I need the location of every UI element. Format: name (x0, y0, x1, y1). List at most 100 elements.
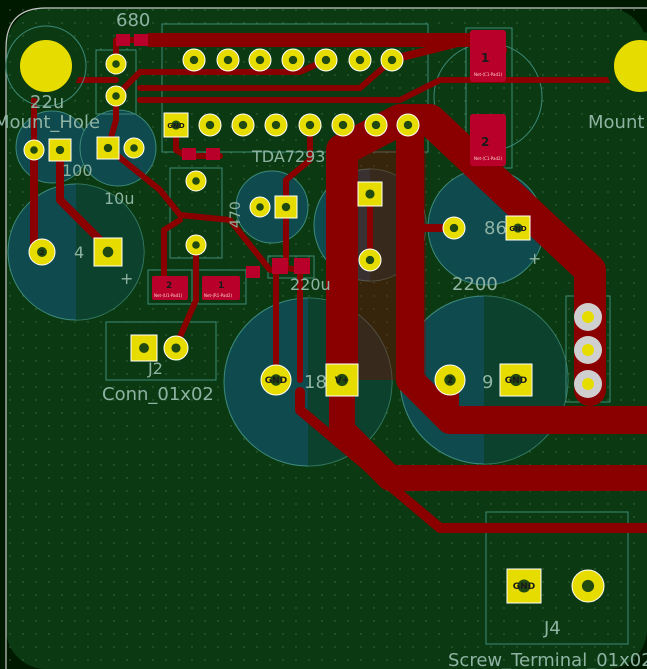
tda-pin-6[interactable] (231, 113, 255, 137)
tda-pin-2[interactable]: GND (163, 112, 189, 138)
grid-dot (451, 607, 453, 609)
grid-dot (100, 594, 102, 596)
grid-dot (633, 100, 635, 102)
tda-pin-8[interactable] (264, 113, 288, 137)
grid-dot (100, 633, 102, 635)
grid-dot (464, 542, 466, 544)
c2200-pin-2[interactable]: GND (505, 215, 531, 241)
grid-dot (87, 399, 89, 401)
mount-hole-left[interactable] (12, 32, 80, 100)
tda-pin-3[interactable] (216, 48, 240, 72)
grid-dot (425, 165, 427, 167)
c-mid-pin-2[interactable] (358, 248, 382, 272)
grid-dot (48, 516, 50, 518)
grid-dot (165, 438, 167, 440)
j4-pin-2[interactable] (571, 569, 605, 603)
grid-dot (542, 61, 544, 63)
grid-dot (100, 100, 102, 102)
grid-dot (633, 594, 635, 596)
grid-dot (74, 568, 76, 570)
grid-dot (35, 334, 37, 336)
grid-dot (35, 425, 37, 427)
tda-pin-9[interactable] (314, 48, 338, 72)
grid-dot (217, 620, 219, 622)
c-left-pin-1[interactable] (23, 139, 45, 161)
grid-dot (139, 529, 141, 531)
tda-pin-1[interactable] (182, 48, 206, 72)
grid-dot (464, 568, 466, 570)
grid-dot (477, 100, 479, 102)
grid-dot (74, 503, 76, 505)
grid-dot (22, 594, 24, 596)
c4-pin-2[interactable] (93, 237, 123, 267)
grid-dot (269, 243, 271, 245)
smd-pad-small-5 (246, 266, 260, 278)
grid-dot (204, 425, 206, 427)
grid-dot (126, 542, 128, 544)
r-mid-pin-2[interactable] (185, 234, 207, 256)
r680-pin-2[interactable] (105, 85, 127, 107)
grid-dot (620, 243, 622, 245)
grid-dot (204, 308, 206, 310)
grid-dot (555, 100, 557, 102)
tda-pin-5[interactable] (248, 48, 272, 72)
grid-dot (243, 659, 245, 661)
r680-pin-1[interactable] (105, 53, 127, 75)
grid-dot (87, 646, 89, 648)
grid-dot (178, 529, 180, 531)
tda-pin-10-drill (305, 120, 315, 130)
tda-pin-12[interactable] (331, 113, 355, 137)
tda-pin-10[interactable] (298, 113, 322, 137)
grid-dot (308, 256, 310, 258)
grid-dot (516, 542, 518, 544)
grid-dot (35, 9, 37, 11)
c18-pin-1[interactable]: GND (260, 364, 292, 396)
grid-dot (22, 308, 24, 310)
grid-dot (230, 633, 232, 635)
j2-pin-2[interactable] (163, 335, 189, 361)
c2200-pin-1[interactable] (442, 216, 466, 240)
grid-dot (139, 373, 141, 375)
c4-pin-1[interactable]: 2 (28, 238, 56, 266)
grid-dot (152, 490, 154, 492)
grid-dot (529, 9, 531, 11)
grid-dot (87, 503, 89, 505)
tda-pin-4[interactable] (198, 113, 222, 137)
c470-pin-2[interactable] (274, 195, 298, 219)
grid-dot (360, 529, 362, 531)
j2-pin-1[interactable] (130, 334, 158, 362)
grid-dot (178, 191, 180, 193)
grid-dot (477, 22, 479, 24)
grid-dot (178, 308, 180, 310)
grid-dot (152, 659, 154, 661)
grid-dot (529, 620, 531, 622)
grid-dot (9, 568, 11, 570)
grid-dot (516, 9, 518, 11)
grid-dot (542, 451, 544, 453)
tda-pin-11[interactable] (348, 48, 372, 72)
grid-dot (555, 607, 557, 609)
grid-dot (152, 204, 154, 206)
c9-pin-1[interactable]: 2 (434, 364, 466, 396)
grid-dot (568, 61, 570, 63)
c9-pin-2[interactable]: GND (499, 363, 533, 397)
mount-hole-right[interactable] (606, 32, 647, 100)
c10u-pin-1[interactable] (96, 136, 120, 160)
grid-dot (295, 139, 297, 141)
grid-dot (425, 594, 427, 596)
r-mid-pin-1[interactable] (185, 170, 207, 192)
j4-pin-1[interactable]: GND (506, 568, 542, 604)
grid-dot (243, 503, 245, 505)
grid-dot (464, 9, 466, 11)
c10u-pin-2[interactable] (123, 137, 145, 159)
grid-dot (594, 503, 596, 505)
c470-pin-1[interactable] (249, 196, 271, 218)
tda-pin-13[interactable] (380, 48, 404, 72)
c18-pin-2[interactable]: V+ (325, 363, 359, 397)
tda-pin-15[interactable] (396, 113, 420, 137)
grid-dot (204, 373, 206, 375)
tda-pin-7[interactable] (281, 48, 305, 72)
tda-pin-14[interactable] (364, 113, 388, 137)
c-left-pin-2[interactable] (48, 138, 72, 162)
c-mid-pin-1[interactable] (357, 181, 383, 207)
